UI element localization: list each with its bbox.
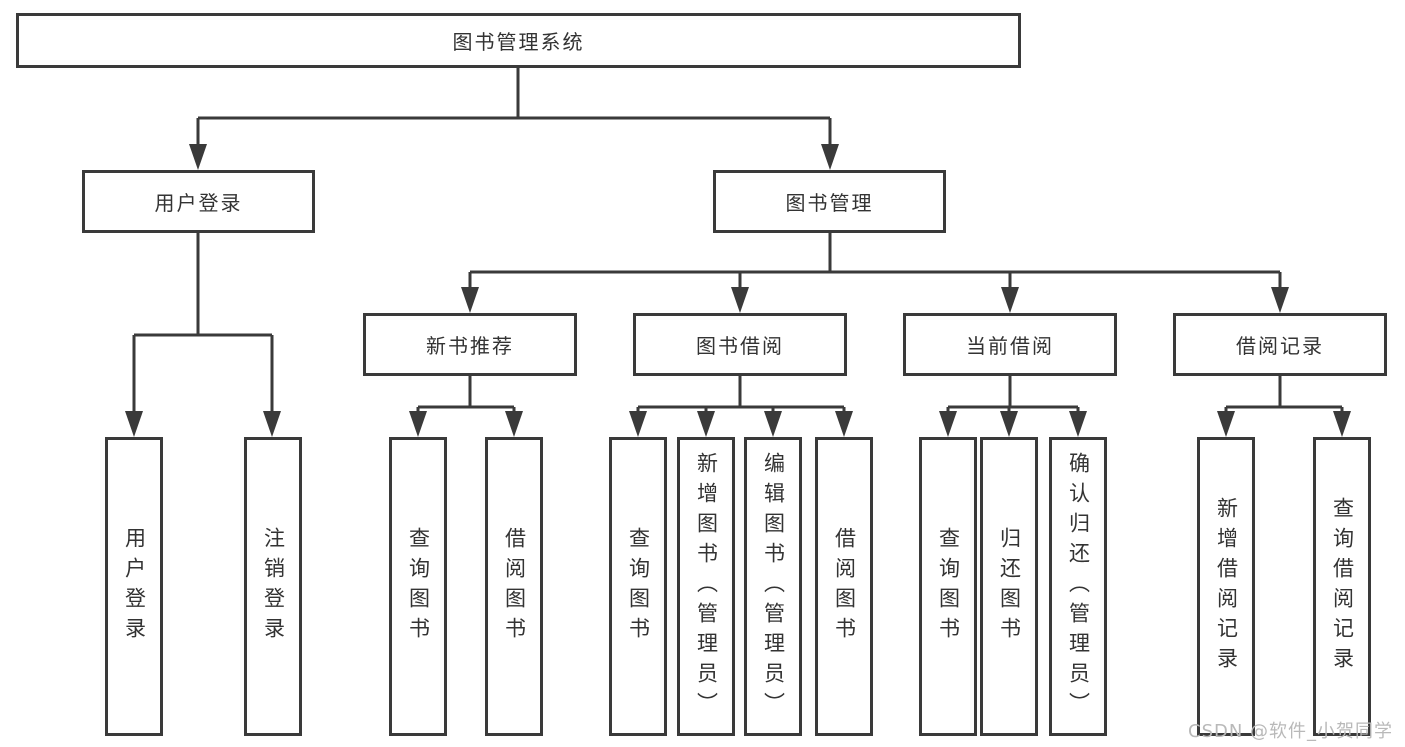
- leaf-user-login-label: 用户登录: [122, 526, 147, 647]
- leaf-add-book-admin-label: 新增图书（管理员）: [694, 451, 719, 722]
- node-new-book-recommend-label: 新书推荐: [426, 334, 514, 358]
- node-book-management-label: 图书管理: [785, 191, 874, 215]
- arrowheads: [125, 144, 1351, 437]
- leaf-add-book-admin: 新增图书（管理员）: [677, 437, 735, 736]
- leaf-confirm-return-admin: 确认归还（管理员）: [1049, 437, 1107, 736]
- leaf-borrow-books-recommend-label: 借阅图书: [502, 526, 527, 647]
- leaf-query-books-borrowing: 查询图书: [609, 437, 667, 736]
- leaf-query-books-recommend: 查询图书: [389, 437, 447, 736]
- node-library-management-system: 图书管理系统: [16, 13, 1021, 68]
- leaf-edit-book-admin-label: 编辑图书（管理员）: [761, 451, 786, 722]
- leaf-borrow-books-borrowing-label: 借阅图书: [832, 526, 857, 647]
- node-book-management: 图书管理: [713, 170, 946, 233]
- leaf-query-borrow-record-label: 查询借阅记录: [1330, 496, 1355, 677]
- leaf-query-books-borrowing-label: 查询图书: [626, 526, 651, 647]
- leaf-edit-book-admin: 编辑图书（管理员）: [744, 437, 802, 736]
- node-book-borrowing-label: 图书借阅: [696, 334, 784, 358]
- node-current-borrowing-label: 当前借阅: [966, 334, 1054, 358]
- leaf-logout: 注销登录: [244, 437, 302, 736]
- leaf-user-login: 用户登录: [105, 437, 163, 736]
- leaf-query-books-current-label: 查询图书: [936, 526, 961, 647]
- node-user-login-group-label: 用户登录: [154, 191, 243, 215]
- node-borrowing-records: 借阅记录: [1173, 313, 1387, 376]
- csdn-watermark: CSDN @软件_小贺同学: [1188, 721, 1394, 742]
- leaf-query-books-recommend-label: 查询图书: [406, 526, 431, 647]
- node-new-book-recommend: 新书推荐: [363, 313, 577, 376]
- leaf-add-borrow-record-label: 新增借阅记录: [1214, 496, 1239, 677]
- leaf-borrow-books-recommend: 借阅图书: [485, 437, 543, 736]
- node-library-management-system-label: 图书管理系统: [452, 30, 585, 54]
- node-user-login-group: 用户登录: [82, 170, 315, 233]
- leaf-add-borrow-record: 新增借阅记录: [1197, 437, 1255, 736]
- leaf-confirm-return-admin-label: 确认归还（管理员）: [1066, 451, 1091, 722]
- leaf-return-book-label: 归还图书: [997, 526, 1022, 647]
- leaf-return-book: 归还图书: [980, 437, 1038, 736]
- node-current-borrowing: 当前借阅: [903, 313, 1117, 376]
- node-borrowing-records-label: 借阅记录: [1236, 334, 1324, 358]
- node-book-borrowing: 图书借阅: [633, 313, 847, 376]
- leaf-logout-label: 注销登录: [261, 526, 286, 647]
- leaf-query-borrow-record: 查询借阅记录: [1313, 437, 1371, 736]
- leaf-query-books-current: 查询图书: [919, 437, 977, 736]
- leaf-borrow-books-borrowing: 借阅图书: [815, 437, 873, 736]
